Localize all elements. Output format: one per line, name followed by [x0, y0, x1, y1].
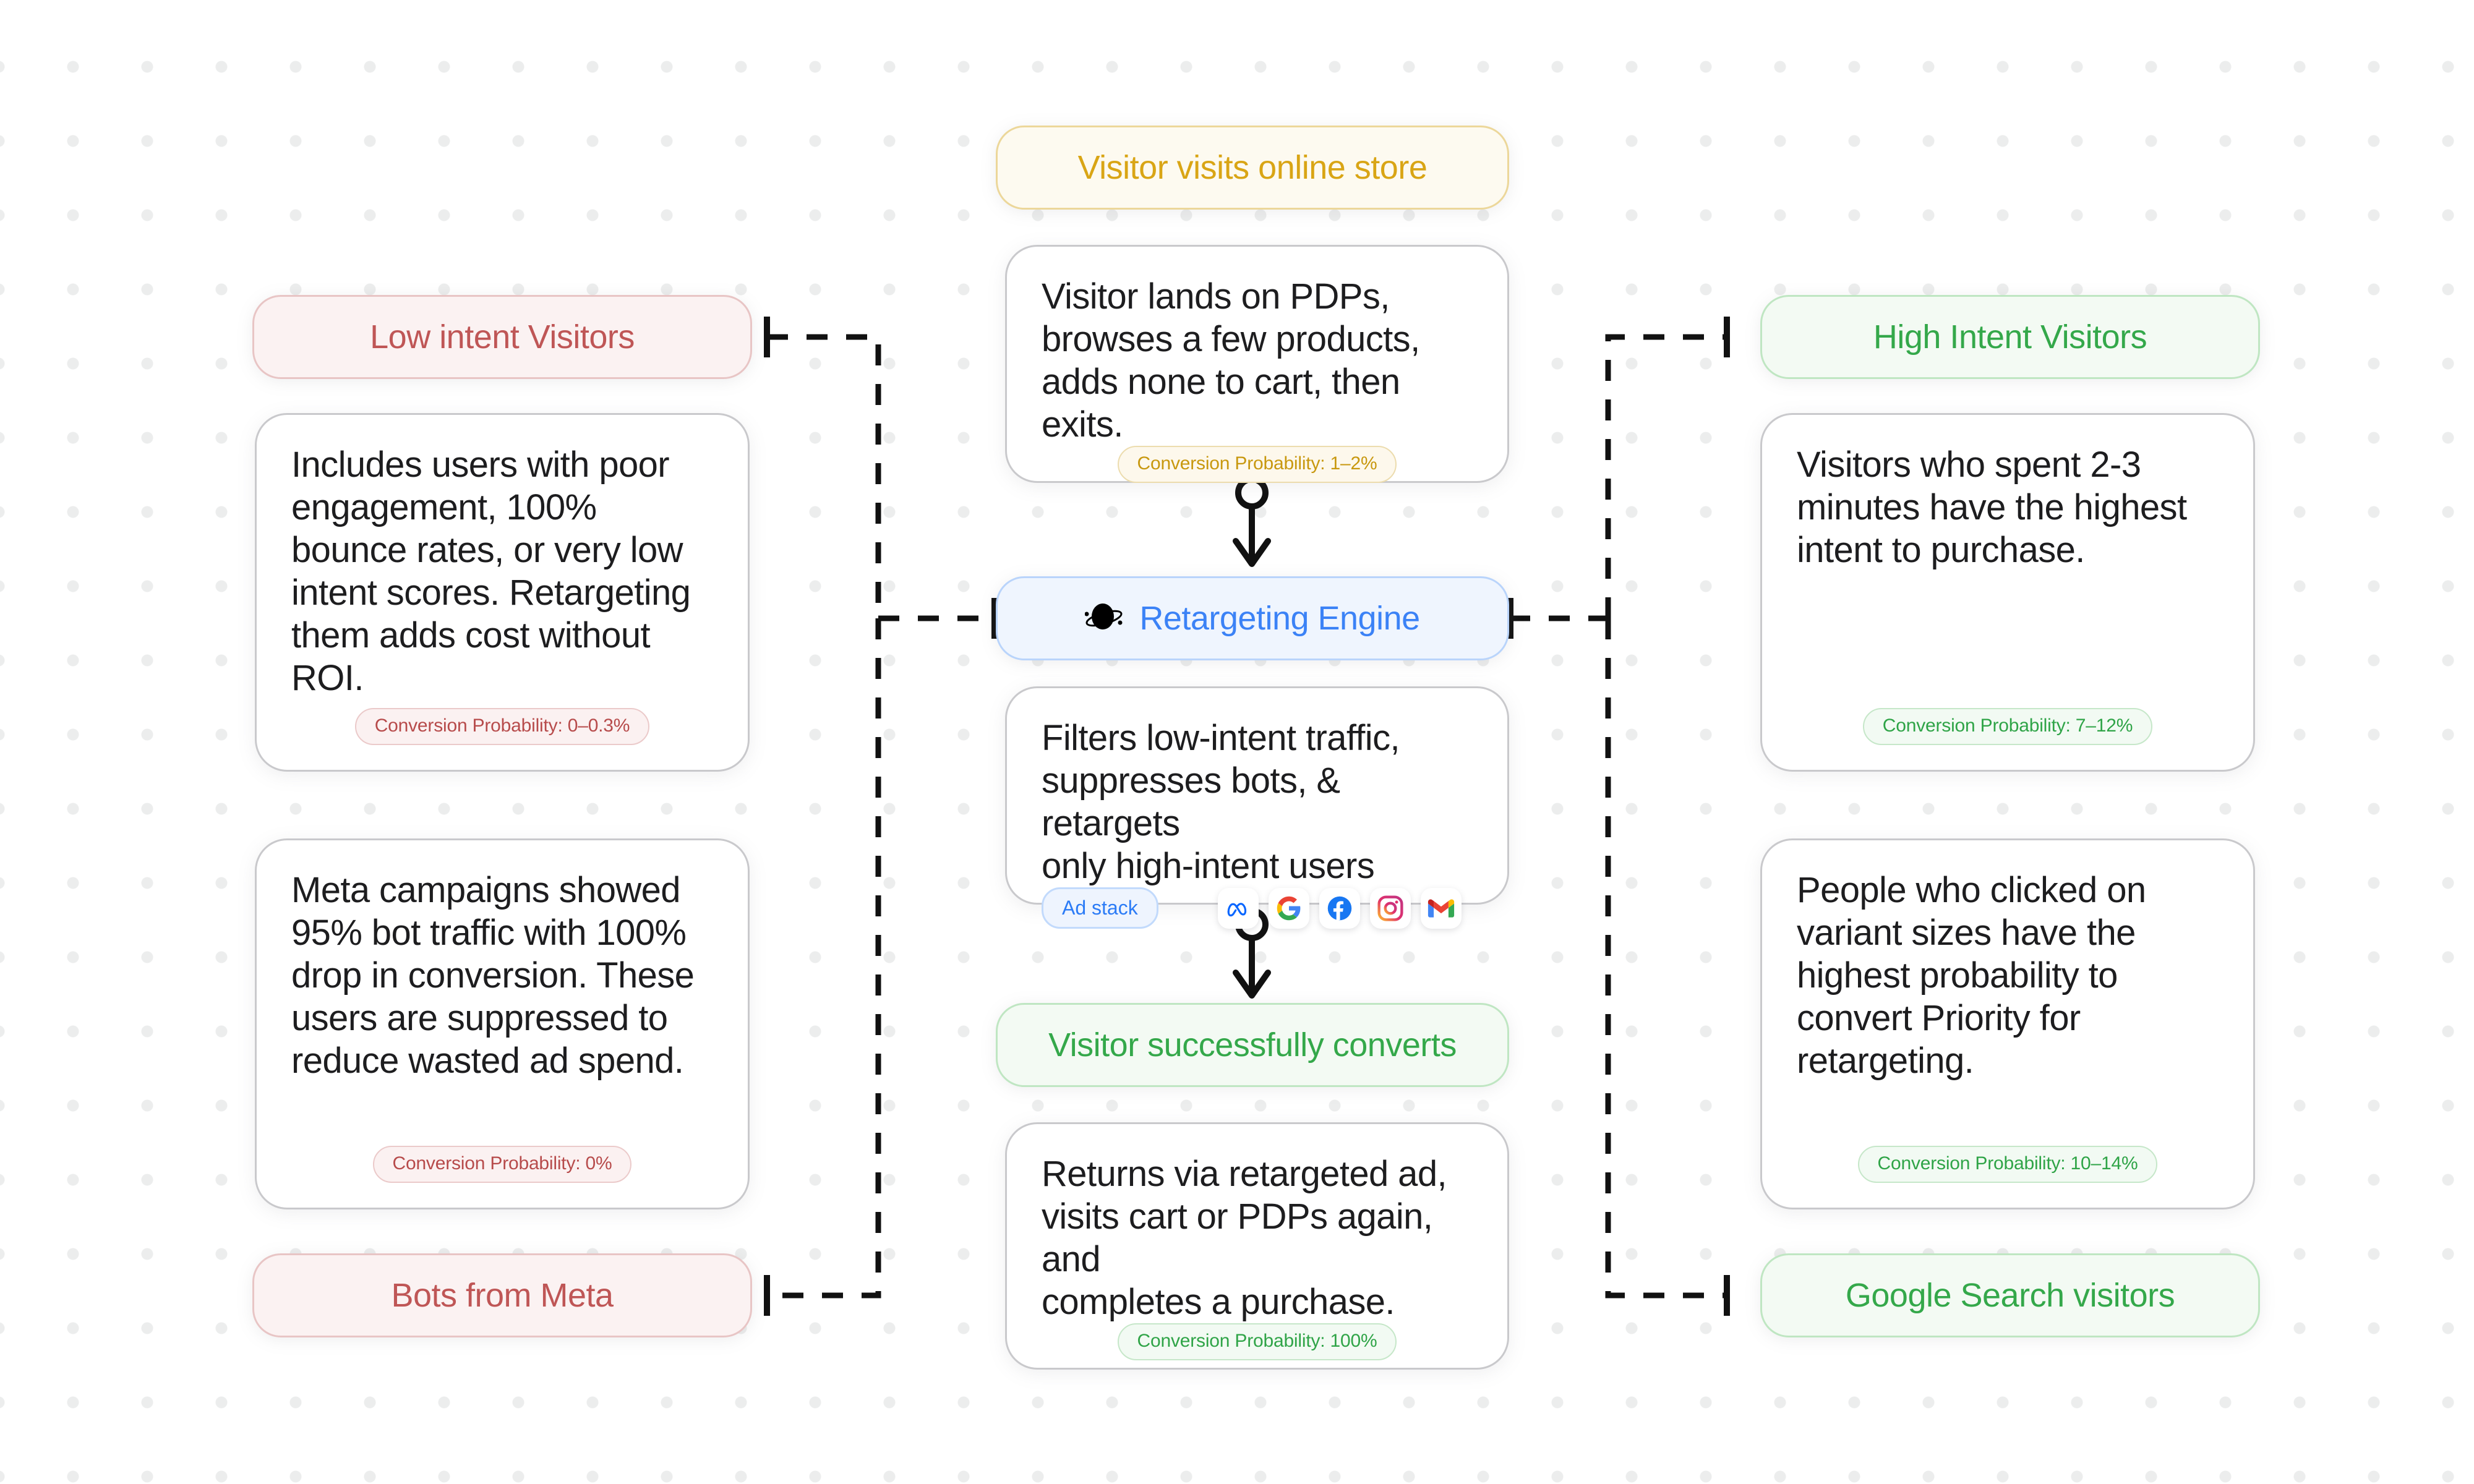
- card-body-text: Returns via retargeted ad, visits cart o…: [1042, 1154, 1447, 1323]
- gmail-icon[interactable]: [1420, 887, 1462, 929]
- adstack-badge[interactable]: Ad stack: [1042, 887, 1158, 929]
- status-badge-conversion-probability: Conversion Probability: 7–12%: [1862, 708, 2153, 745]
- card-variant-size-clickers[interactable]: People who clicked on variant sizes have…: [1760, 838, 2255, 1209]
- planet-icon: [1084, 599, 1123, 638]
- pill-retargeting-engine[interactable]: Retargeting Engine: [996, 576, 1509, 660]
- pill-visitor-converts[interactable]: Visitor successfully converts: [996, 1003, 1509, 1087]
- card-meta-bot-traffic[interactable]: Meta campaigns showed 95% bot traffic wi…: [255, 838, 750, 1209]
- facebook-icon[interactable]: [1319, 887, 1360, 929]
- pill-label: High Intent Visitors: [1873, 318, 2147, 356]
- pill-label: Bots from Meta: [391, 1277, 614, 1314]
- pill-visitor-visits-store[interactable]: Visitor visits online store: [996, 126, 1509, 210]
- pill-label: Google Search visitors: [1845, 1277, 2175, 1314]
- status-badge-conversion-probability: Conversion Probability: 100%: [1117, 1323, 1397, 1361]
- card-returns-via-ad[interactable]: Returns via retargeted ad, visits cart o…: [1005, 1122, 1509, 1370]
- pill-label: Low intent Visitors: [370, 318, 635, 356]
- card-body-text: Includes users with poor engagement, 100…: [291, 445, 691, 699]
- card-filters-low-intent[interactable]: Filters low-intent traffic, suppresses b…: [1005, 686, 1509, 929]
- meta-icon[interactable]: [1217, 887, 1259, 929]
- pill-bots-from-meta[interactable]: Bots from Meta: [252, 1253, 752, 1337]
- status-badge-conversion-probability: Conversion Probability: 10–14%: [1857, 1146, 2158, 1183]
- pill-label: Visitor successfully converts: [1048, 1026, 1457, 1064]
- card-low-intent-detail[interactable]: Includes users with poor engagement, 100…: [255, 413, 750, 772]
- card-high-intent-detail[interactable]: Visitors who spent 2-3 minutes have the …: [1760, 413, 2255, 772]
- google-icon[interactable]: [1268, 887, 1309, 929]
- pill-google-search-visitors[interactable]: Google Search visitors: [1760, 1253, 2260, 1337]
- card-body-text: Filters low-intent traffic, suppresses b…: [1042, 718, 1400, 887]
- status-badge-conversion-probability: Conversion Probability: 1–2%: [1117, 446, 1397, 484]
- card-body-text: Visitor lands on PDPs, browses a few pro…: [1042, 276, 1420, 445]
- status-badge-conversion-probability: Conversion Probability: 0–0.3%: [354, 708, 650, 745]
- connector-left-bottom: [767, 618, 881, 1298]
- card-body-text: People who clicked on variant sizes have…: [1797, 870, 2146, 1081]
- pill-low-intent-visitors[interactable]: Low intent Visitors: [252, 295, 752, 379]
- pill-label: Retargeting Engine: [1139, 600, 1420, 637]
- connector-left-top: [767, 334, 881, 618]
- card-body-text: Meta campaigns showed 95% bot traffic wi…: [291, 870, 695, 1081]
- instagram-icon[interactable]: [1369, 887, 1411, 929]
- connector-right-top: [1605, 334, 1726, 618]
- pill-high-intent-visitors[interactable]: High Intent Visitors: [1760, 295, 2260, 379]
- connector-right-bottom: [1605, 618, 1726, 1298]
- card-body-text: Visitors who spent 2-3 minutes have the …: [1797, 445, 2187, 571]
- card-visitor-lands-pdp[interactable]: Visitor lands on PDPs, browses a few pro…: [1005, 245, 1509, 484]
- adstack-icon-row: [1217, 887, 1462, 929]
- pill-label: Visitor visits online store: [1077, 149, 1427, 186]
- status-badge-conversion-probability: Conversion Probability: 0%: [372, 1146, 632, 1183]
